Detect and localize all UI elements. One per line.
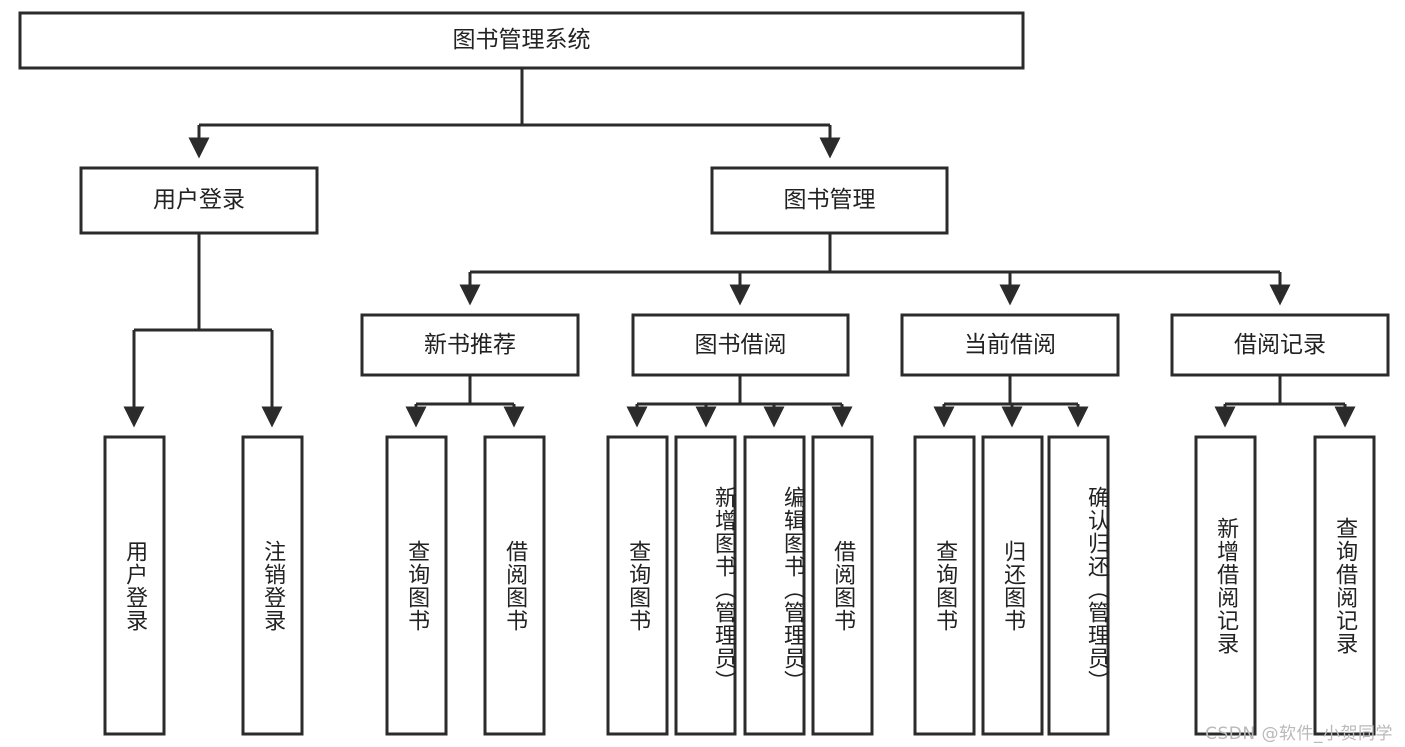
connector-book-borrow-to-leaves [626,375,853,428]
node-box-leaf-borrow-book[interactable] [811,435,874,736]
node-box-leaf-borrow-book-recommend[interactable] [483,435,546,736]
connector-book-management-to-level3 [459,233,1291,306]
node-box-leaf-query-book-current[interactable] [913,435,976,736]
node-box-leaf-confirm-return-admin[interactable] [1047,435,1110,736]
node-box-leaf-edit-book-admin[interactable] [743,435,806,736]
node-box-new-book-recommend[interactable] [360,313,580,377]
node-box-leaf-user-logout[interactable] [241,435,304,736]
node-box-leaf-query-book-recommend[interactable] [385,435,448,736]
node-box-leaf-return-book[interactable] [981,435,1044,736]
node-box-leaf-query-borrow-record[interactable] [1313,435,1376,736]
node-box-leaf-add-book-admin[interactable] [674,435,737,736]
connector-new-book-recommend-to-leaves [405,375,525,428]
node-box-current-borrow[interactable] [900,313,1120,377]
node-box-user-login[interactable] [79,166,319,235]
connector-root-to-level2 [188,68,841,159]
connector-user-login-to-leaves [123,233,283,428]
node-box-leaf-query-book-borrow[interactable] [606,435,669,736]
node-box-leaf-add-borrow-record[interactable] [1194,435,1257,736]
node-box-root[interactable] [18,11,1025,70]
node-box-borrow-record[interactable] [1170,313,1390,377]
node-box-book-borrow[interactable] [631,313,850,377]
connector-current-borrow-to-leaves [933,375,1089,428]
node-box-leaf-user-login[interactable] [103,435,166,736]
connector-borrow-record-to-leaves [1214,375,1356,428]
node-box-book-management[interactable] [710,166,949,235]
